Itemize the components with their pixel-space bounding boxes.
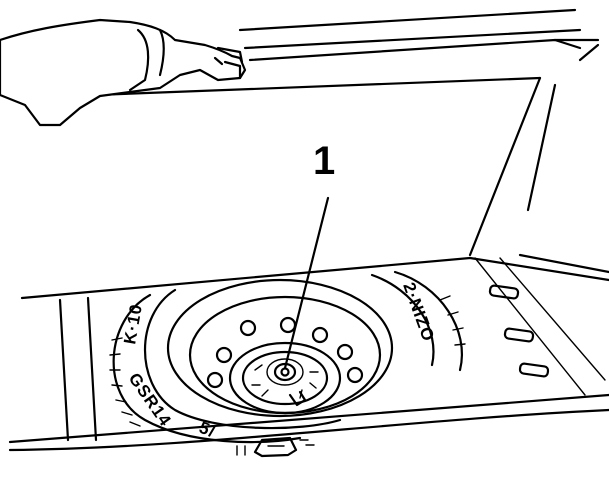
wheel-rim-holes xyxy=(206,316,364,389)
tire-marking-right-top: 2·NIZO xyxy=(399,280,438,345)
spare-tire xyxy=(109,270,466,444)
side-panel-slots xyxy=(488,284,550,378)
latch xyxy=(236,436,315,458)
callout-number: 1 xyxy=(313,139,335,183)
tire-marking-left-top: K·10 xyxy=(120,302,146,346)
callout-leader-line xyxy=(283,196,330,370)
tire-marking-bottom-mid: 5/ xyxy=(197,418,219,441)
wheel-hub xyxy=(228,341,342,415)
hand xyxy=(0,18,247,127)
trunk-outline xyxy=(8,8,609,452)
